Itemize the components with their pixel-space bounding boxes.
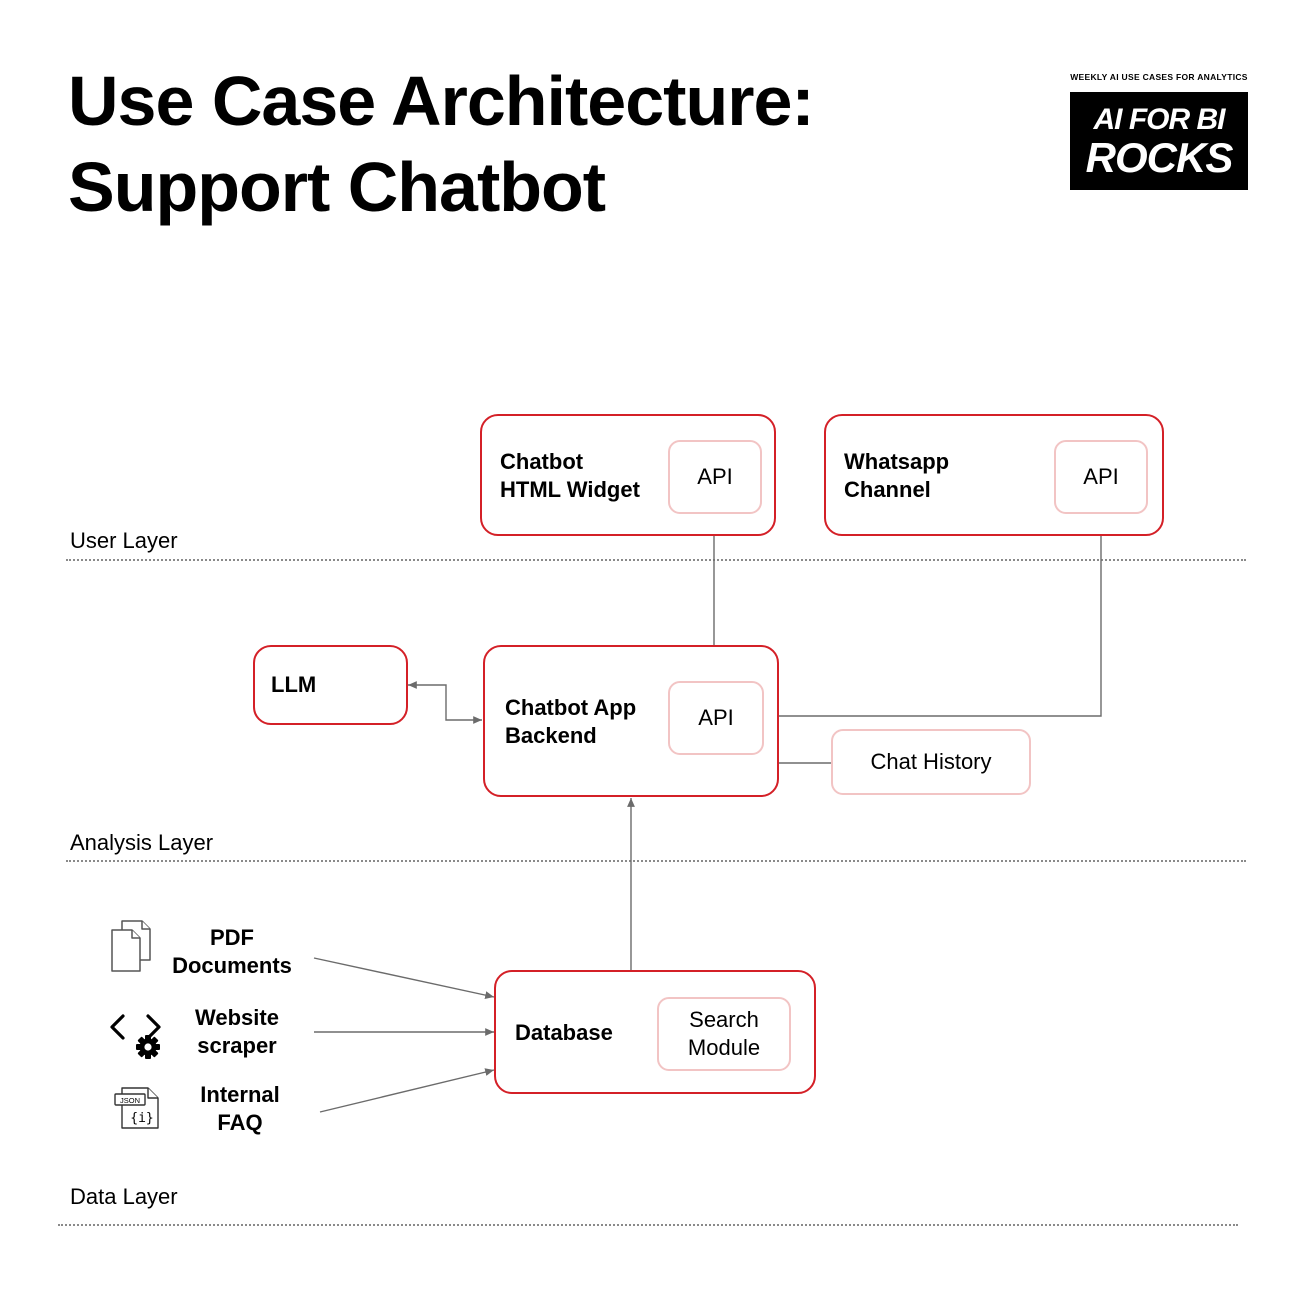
json-badge-text: JSON	[120, 1096, 140, 1105]
pdf-label-2: Documents	[172, 953, 292, 978]
search-module-box: Search Module	[657, 997, 791, 1071]
faq-label-2: FAQ	[217, 1110, 263, 1135]
search-module-line-1: Search	[689, 1007, 759, 1032]
widget-api-box: API	[668, 440, 762, 514]
analysis-layer-divider	[66, 860, 1246, 862]
documents-icon	[111, 920, 151, 972]
chatbot-backend-title-1: Chatbot App	[505, 695, 637, 720]
llm-box: LLM	[253, 645, 408, 725]
brand-line-2: ROCKS	[1085, 134, 1234, 181]
llm-label: LLM	[271, 672, 317, 697]
analysis-layer-label: Analysis Layer	[70, 830, 214, 855]
database-box: Database Search Module	[494, 970, 816, 1094]
website-scraper-label: Website scraper	[174, 1004, 300, 1060]
whatsapp-api-box: API	[1054, 440, 1148, 514]
website-label-2: scraper	[197, 1033, 277, 1058]
backend-api-box: API	[668, 681, 764, 755]
chatbot-widget-box: Chatbot HTML Widget API	[480, 414, 776, 536]
llm-backend-link	[408, 681, 482, 724]
database-label: Database	[515, 1020, 613, 1045]
data-layer-label: Data Layer	[70, 1184, 178, 1209]
brand-tagline: WEEKLY AI USE CASES FOR ANALYTICS	[1070, 72, 1248, 82]
pdf-label-1: PDF	[210, 925, 254, 950]
data-layer-divider	[58, 1224, 1238, 1226]
whatsapp-backend-link	[762, 512, 1105, 720]
website-label-1: Website	[195, 1005, 279, 1030]
brand-logo: AI FOR BI ROCKS	[1070, 92, 1248, 190]
title-line-2: Support Chatbot	[68, 148, 606, 226]
chatbot-backend-title-2: Backend	[505, 723, 597, 748]
title-line-1: Use Case Architecture:	[68, 62, 815, 140]
whatsapp-channel-title-1: Whatsapp	[844, 449, 950, 474]
faq-database-link	[319, 1068, 495, 1113]
svg-text:{i}: {i}	[130, 1111, 153, 1126]
page-title: Use Case Architecture: Support Chatbot	[68, 58, 815, 230]
pdf-documents-label: PDF Documents	[156, 924, 308, 980]
user-layer-divider	[66, 559, 1246, 561]
chatbot-widget-title-1: Chatbot	[500, 449, 584, 474]
faq-label-1: Internal	[200, 1082, 280, 1107]
chatbot-widget-title-2: HTML Widget	[500, 477, 640, 502]
chatbot-backend-title: Chatbot App Backend	[505, 694, 636, 750]
whatsapp-channel-title: Whatsapp Channel	[844, 448, 949, 504]
brand-line-1: AI FOR BI	[1093, 103, 1226, 136]
json-file-icon: JSON {i}	[114, 1087, 159, 1129]
pdf-database-link	[313, 957, 495, 999]
whatsapp-channel-box: Whatsapp Channel API	[824, 414, 1164, 536]
chatbot-widget-title: Chatbot HTML Widget	[500, 448, 640, 504]
search-module-line-2: Module	[687, 1035, 761, 1060]
code-gear-icon	[110, 1014, 161, 1059]
internal-faq-label: Internal FAQ	[180, 1081, 300, 1137]
whatsapp-channel-title-2: Channel	[844, 477, 931, 502]
chat-history-box: Chat History	[831, 729, 1031, 795]
chatbot-backend-box: Chatbot App Backend API	[483, 645, 779, 797]
user-layer-label: User Layer	[70, 528, 178, 553]
